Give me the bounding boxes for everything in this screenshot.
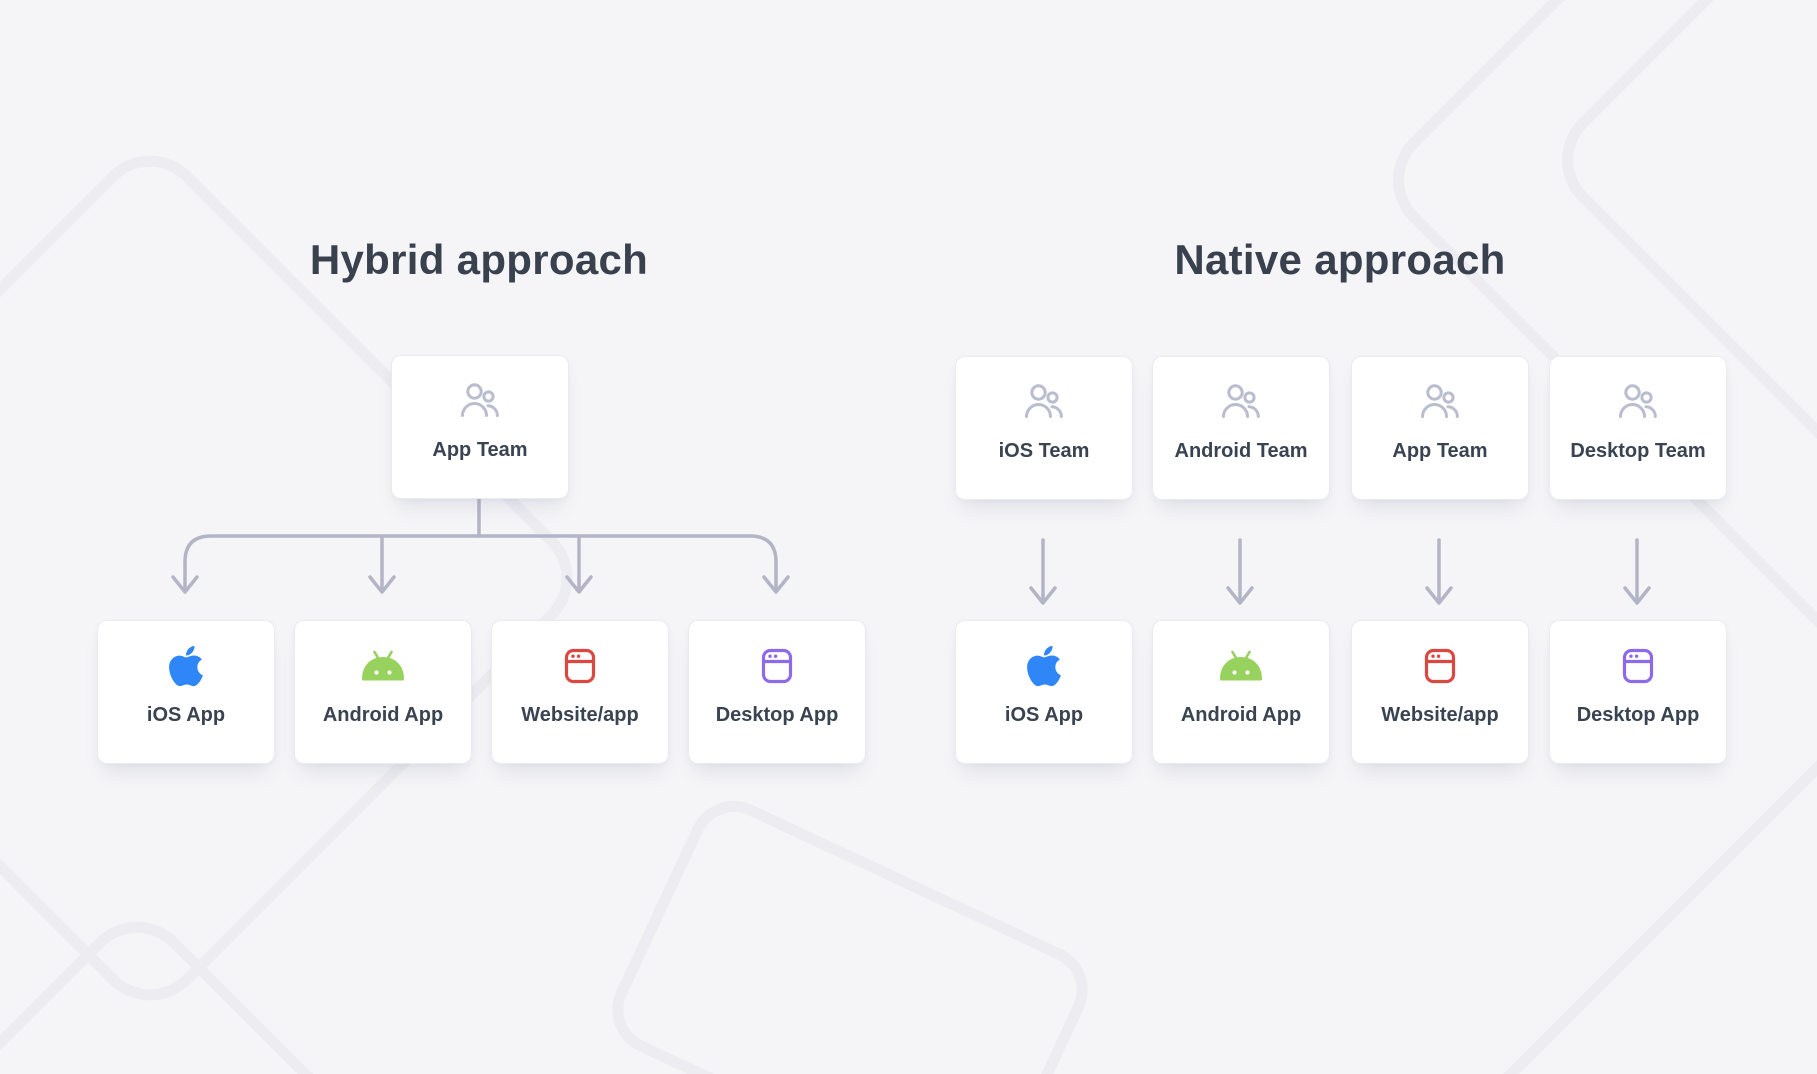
card-hybrid-app-team: App Team — [391, 355, 569, 499]
card-label: Android App — [322, 704, 444, 726]
users-icon — [1023, 379, 1065, 425]
apple-icon — [168, 643, 204, 689]
card-hybrid-website-app: Website/app — [491, 620, 669, 764]
card-label: Android Team — [1174, 440, 1308, 462]
android-icon — [1217, 643, 1265, 689]
card-label: Website/app — [1381, 704, 1499, 726]
users-icon — [1617, 379, 1659, 425]
card-label: App Team — [432, 439, 528, 461]
card-native-ios-app: iOS App — [955, 620, 1133, 764]
card-label: iOS App — [1004, 704, 1084, 726]
card-hybrid-desktop-app: Desktop App — [688, 620, 866, 764]
card-native-app-team: App Team — [1351, 356, 1529, 500]
card-native-website-app: Website/app — [1351, 620, 1529, 764]
card-native-desktop-team: Desktop Team — [1549, 356, 1727, 500]
card-label: iOS Team — [998, 440, 1090, 462]
card-label: Website/app — [521, 704, 639, 726]
card-native-desktop-app: Desktop App — [1549, 620, 1727, 764]
users-icon — [1220, 379, 1262, 425]
users-icon — [1419, 379, 1461, 425]
app-window-icon — [1622, 643, 1654, 689]
native-section-title: Native approach — [1174, 236, 1506, 283]
card-hybrid-ios-app: iOS App — [97, 620, 275, 764]
browser-window-icon — [1424, 643, 1456, 689]
users-icon — [459, 378, 501, 424]
browser-window-icon — [564, 643, 596, 689]
card-label: Desktop Team — [1570, 440, 1706, 462]
card-label: iOS App — [146, 704, 226, 726]
card-hybrid-android-app: Android App — [294, 620, 472, 764]
card-native-ios-team: iOS Team — [955, 356, 1133, 500]
card-label: Android App — [1180, 704, 1302, 726]
card-label: Desktop App — [715, 704, 839, 726]
app-window-icon — [761, 643, 793, 689]
android-icon — [359, 643, 407, 689]
hybrid-section-title: Hybrid approach — [309, 236, 649, 283]
card-native-android-team: Android Team — [1152, 356, 1330, 500]
card-label: App Team — [1392, 440, 1488, 462]
apple-icon — [1026, 643, 1062, 689]
card-native-android-app: Android App — [1152, 620, 1330, 764]
card-label: Desktop App — [1576, 704, 1700, 726]
